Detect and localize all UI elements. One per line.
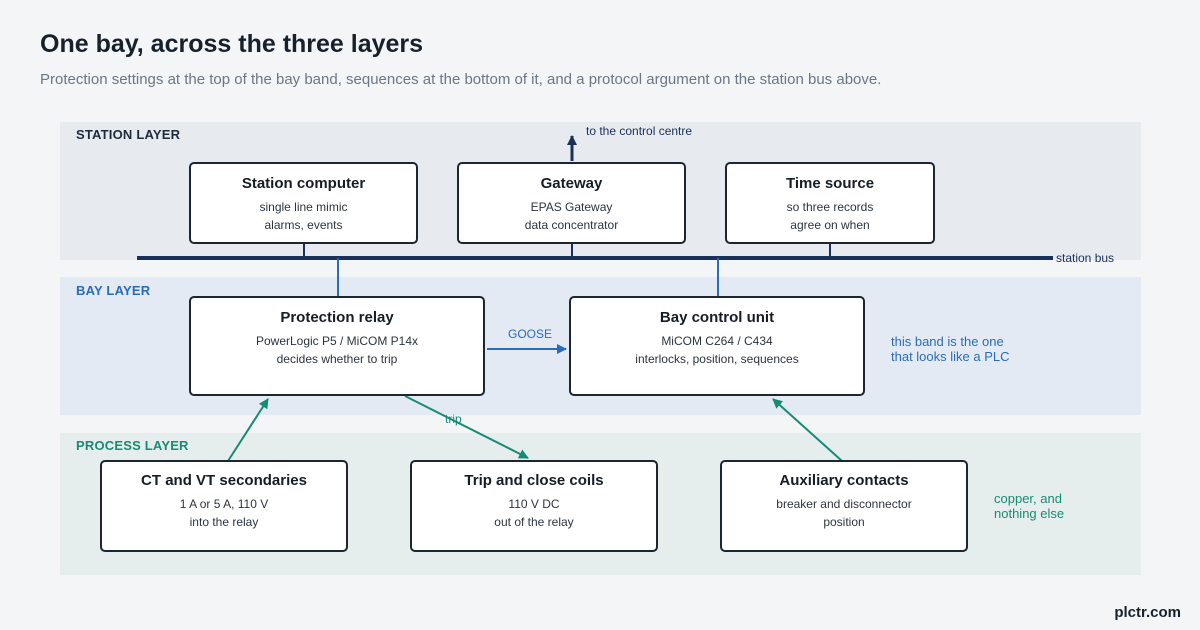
time-source-title: Time source <box>785 175 875 192</box>
station-bus-label: station bus <box>1056 251 1115 265</box>
station-computer-detail-2: alarms, events <box>264 218 343 232</box>
coils-title: Trip and close coils <box>464 472 604 489</box>
bay-control-unit-box: Bay control unit MiCOM C264 / C434 inter… <box>569 296 865 396</box>
protection-relay-box: Protection relay PowerLogic P5 / MiCOM P… <box>189 296 485 396</box>
process-note-line-1: copper, and <box>994 491 1062 506</box>
ct-vt-detail-2: into the relay <box>189 515 259 529</box>
page-subtitle: Protection settings at the top of the ba… <box>40 71 882 88</box>
bay-control-unit-detail-2: interlocks, position, sequences <box>635 352 799 366</box>
aux-detail-2: position <box>823 515 865 529</box>
coils-detail-2: out of the relay <box>494 515 574 529</box>
ctvt-to-relay-arrow <box>227 398 269 462</box>
process-note: copper, and nothing else <box>994 491 1064 521</box>
auxiliary-contacts-box: Auxiliary contacts breaker and disconnec… <box>720 460 968 552</box>
station-computer-detail-1: single line mimic <box>259 200 348 214</box>
goose-label: GOOSE <box>508 327 553 341</box>
page-title: One bay, across the three layers <box>40 30 424 58</box>
protection-relay-detail-2: decides whether to trip <box>276 352 398 366</box>
control-centre-label: to the control centre <box>586 124 693 138</box>
aux-detail-1: breaker and disconnector <box>776 497 912 511</box>
aux-to-bcu-arrow <box>772 398 843 462</box>
aux-title: Auxiliary contacts <box>779 472 909 489</box>
ct-vt-detail-1: 1 A or 5 A, 110 V <box>179 497 269 511</box>
ct-vt-title: CT and VT secondaries <box>141 472 307 489</box>
bay-note: this band is the one that looks like a P… <box>891 334 1010 364</box>
trip-close-coils-box: Trip and close coils 110 V DC out of the… <box>410 460 658 552</box>
bay-layer-label: BAY LAYER <box>76 283 151 298</box>
bay-note-line-1: this band is the one <box>891 334 1004 349</box>
relay-to-coils-trip-arrow <box>404 395 529 459</box>
ct-vt-secondaries-box: CT and VT secondaries 1 A or 5 A, 110 V … <box>100 460 348 552</box>
time-source-detail-1: so three records <box>786 200 874 214</box>
gateway-detail-1: EPAS Gateway <box>530 200 613 214</box>
time-source-detail-2: agree on when <box>790 218 870 232</box>
time-source-box: Time source so three records agree on wh… <box>725 162 935 244</box>
process-note-line-2: nothing else <box>994 506 1065 521</box>
station-computer-title: Station computer <box>241 175 366 192</box>
bay-control-unit-title: Bay control unit <box>659 309 775 326</box>
protection-relay-title: Protection relay <box>280 309 394 326</box>
gateway-title: Gateway <box>540 175 603 192</box>
gateway-detail-2: data concentrator <box>524 218 619 232</box>
trip-label: trip <box>445 412 462 426</box>
bay-note-line-2: that looks like a PLC <box>891 349 1010 364</box>
gateway-box: Gateway EPAS Gateway data concentrator <box>457 162 686 244</box>
station-layer-label: STATION LAYER <box>76 127 181 142</box>
brand-logo-text[interactable]: plctr.com <box>1114 604 1181 621</box>
coils-detail-1: 110 V DC <box>508 497 560 511</box>
process-layer-label: PROCESS LAYER <box>76 438 189 453</box>
protection-relay-detail-1: PowerLogic P5 / MiCOM P14x <box>255 334 419 348</box>
bay-control-unit-detail-1: MiCOM C264 / C434 <box>661 334 773 348</box>
station-computer-box: Station computer single line mimic alarm… <box>189 162 418 244</box>
